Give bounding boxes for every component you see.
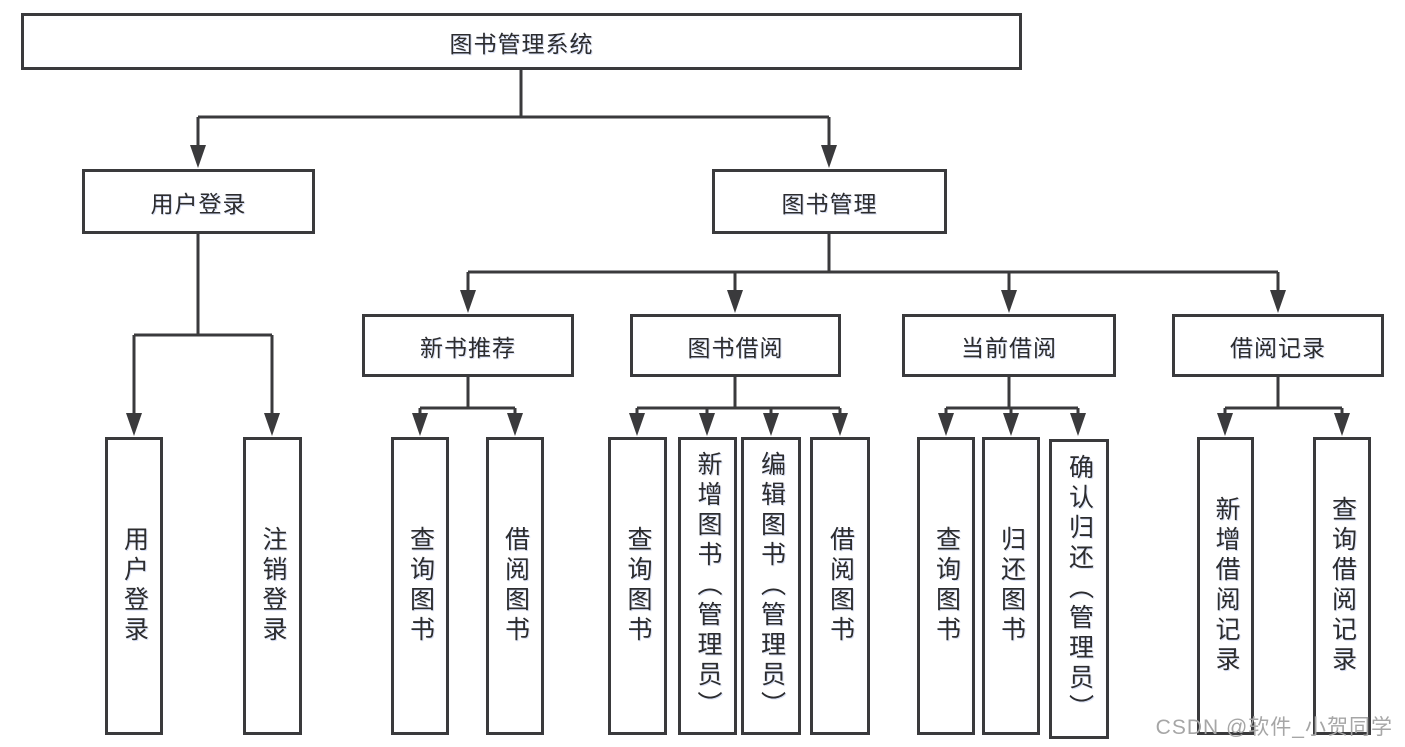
leaf-logout: 注销登录 [243,437,302,735]
edge-bookborrow-to-leaves [635,377,842,416]
node-current-borrow: 当前借阅 [902,314,1116,377]
node-label: 归还图书 [997,526,1026,646]
edge-newbook-to-leaves [418,377,517,416]
leaf-bb-borrow-books: 借阅图书 [810,437,870,735]
edge-userlogin-to-leaves [132,234,274,414]
leaf-br-add-record: 新增借阅记录 [1197,437,1254,735]
node-label: 图书管理系统 [449,30,594,57]
node-library-management-system: 图书管理系统 [21,13,1022,70]
edge-bookmgmt-to-level2 [466,234,1280,293]
node-label: 查询图书 [932,526,961,646]
csdn-watermark: CSDN @软件_小贺同学 [1155,716,1393,739]
leaf-bb-add-books-admin: 新增图书（管理员） [678,437,737,735]
node-label: 新书推荐 [420,334,516,361]
node-label: 新增图书（管理员） [694,451,722,721]
edge-root-to-level1 [196,69,831,149]
node-label: 新增借阅记录 [1212,496,1240,676]
node-book-borrow: 图书借阅 [630,314,841,377]
node-label: 确认归还（管理员） [1065,454,1094,724]
node-label: 借阅记录 [1230,334,1326,361]
node-label: 借阅图书 [501,526,530,646]
arrowheads [126,145,1350,436]
node-label: 查询借阅记录 [1328,496,1357,676]
edge-records-to-leaves [1223,377,1344,416]
leaf-nbr-query-books: 查询图书 [391,437,449,735]
leaf-nbr-borrow-books: 借阅图书 [486,437,544,735]
node-label: 图书借阅 [687,334,784,361]
node-label: 借阅图书 [826,526,855,646]
node-new-book-recommend: 新书推荐 [362,314,574,377]
leaf-user-login: 用户登录 [105,437,163,735]
leaf-br-query-record: 查询借阅记录 [1313,437,1371,735]
leaf-cb-confirm-return-admin: 确认归还（管理员） [1049,439,1109,739]
node-label: 当前借阅 [961,334,1057,361]
node-label: 查询图书 [406,526,435,646]
node-label: 查询图书 [624,526,652,646]
edge-currentborrow-to-leaves [944,377,1080,416]
node-user-login: 用户登录 [82,169,315,234]
leaf-bb-edit-books-admin: 编辑图书（管理员） [741,437,801,735]
leaf-bb-query-books: 查询图书 [608,437,667,735]
node-book-management: 图书管理 [712,169,947,234]
leaf-cb-query-books: 查询图书 [917,437,975,735]
node-label: 图书管理 [781,190,878,217]
node-label: 编辑图书（管理员） [757,451,786,721]
node-label: 用户登录 [150,190,247,217]
node-borrow-records: 借阅记录 [1172,314,1384,377]
node-label: 用户登录 [120,526,149,646]
leaf-cb-return-books: 归还图书 [982,437,1040,735]
node-label: 注销登录 [259,526,287,646]
